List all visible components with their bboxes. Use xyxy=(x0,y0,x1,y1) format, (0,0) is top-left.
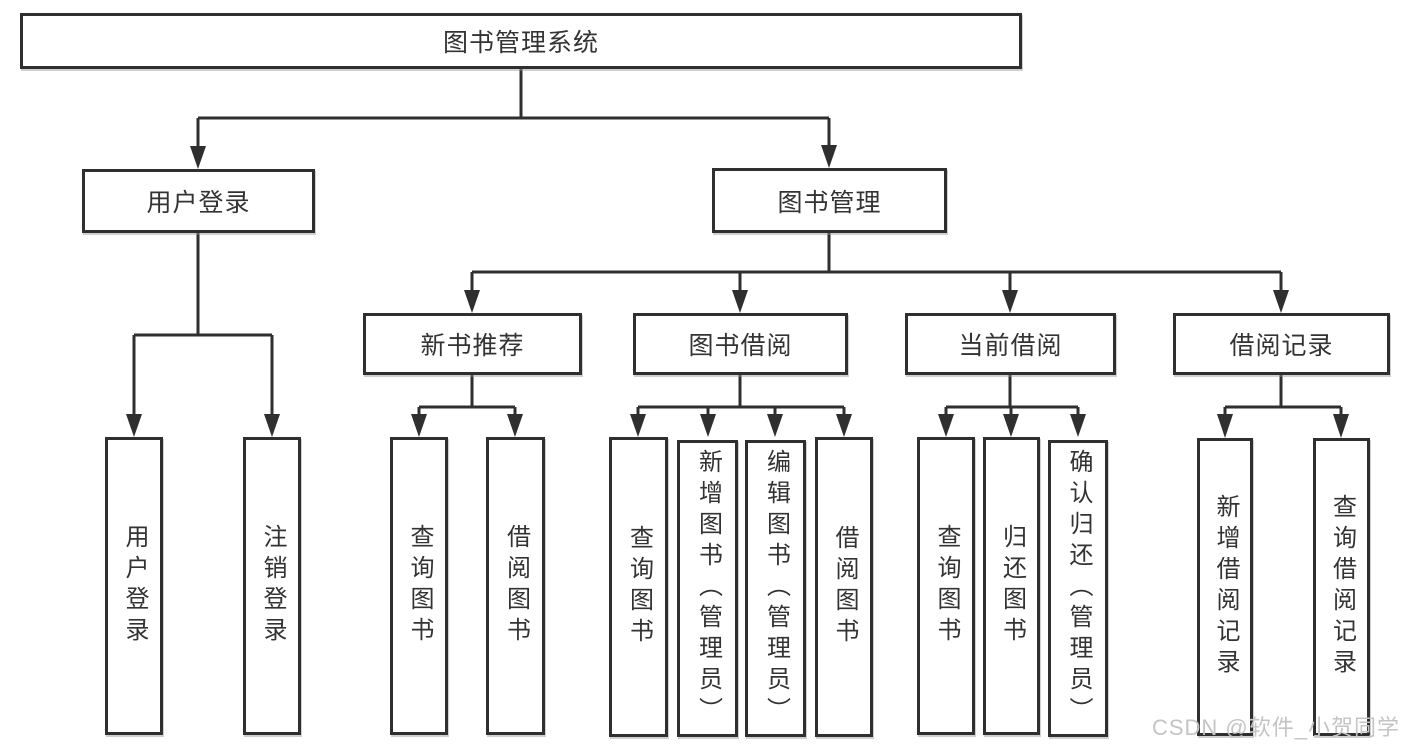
leaf-label: 借阅图书 xyxy=(831,525,858,649)
leaf-label: 查询图书 xyxy=(406,524,433,648)
leaf-label: 注销登录 xyxy=(259,524,286,648)
arrowhead xyxy=(1273,290,1289,313)
edge-root-to-level2 xyxy=(196,69,831,147)
edge-userlogin-to-leaves xyxy=(132,233,274,415)
edge-newbookrec-to-leaves xyxy=(417,375,517,415)
edge-currentborrow-to-leaves xyxy=(944,375,1080,415)
edge-borrowrecords-to-leaves xyxy=(1223,375,1343,415)
arrowhead xyxy=(732,290,748,313)
arrowhead xyxy=(821,145,837,168)
edge-bookborrow-to-leaves xyxy=(636,375,846,415)
leaf-label: 新增图书（管理员） xyxy=(694,449,722,728)
leaf-query-books-1: 查询图书 xyxy=(390,437,448,735)
leaf-add-books-admin: 新增图书（管理员） xyxy=(677,440,738,737)
arrowhead xyxy=(464,290,480,313)
leaf-user-login: 用户登录 xyxy=(105,437,163,735)
leaf-label: 借阅图书 xyxy=(502,524,530,648)
arrowhead xyxy=(126,414,142,437)
leaf-return-books: 归还图书 xyxy=(983,437,1040,735)
arrowhead xyxy=(1217,414,1233,438)
node-book-borrow: 图书借阅 xyxy=(633,313,848,375)
arrowhead xyxy=(630,414,646,437)
leaf-label: 编辑图书（管理员） xyxy=(762,449,790,728)
leaf-confirm-return-admin: 确认归还（管理员） xyxy=(1048,440,1108,737)
node-borrow-records: 借阅记录 xyxy=(1173,313,1390,375)
leaf-query-books-2: 查询图书 xyxy=(609,437,668,737)
leaf-query-borrow-record: 查询借阅记录 xyxy=(1313,438,1370,736)
leaf-label: 归还图书 xyxy=(998,524,1026,648)
arrowhead xyxy=(1002,290,1018,313)
leaf-query-books-3: 查询图书 xyxy=(917,437,975,735)
leaf-borrow-books-1: 借阅图书 xyxy=(486,437,545,735)
csdn-watermark: CSDN @软件_小贺同学 xyxy=(1151,715,1400,740)
leaf-label: 确认归还（管理员） xyxy=(1065,449,1092,728)
leaf-borrow-books-2: 借阅图书 xyxy=(815,437,873,737)
arrowhead xyxy=(1070,414,1086,437)
arrowhead xyxy=(836,414,852,437)
node-current-borrow: 当前借阅 xyxy=(905,313,1116,375)
arrowhead xyxy=(411,414,427,437)
leaf-label: 用户登录 xyxy=(121,524,148,648)
arrowhead xyxy=(767,414,783,437)
leaf-label: 新增借阅记录 xyxy=(1212,494,1239,680)
leaf-label: 查询图书 xyxy=(933,524,960,648)
node-root-system: 图书管理系统 xyxy=(20,13,1022,69)
arrowhead xyxy=(700,414,716,437)
edge-bookmgmt-to-level3 xyxy=(470,233,1283,291)
arrowhead xyxy=(1003,414,1019,437)
arrowhead xyxy=(1333,414,1349,438)
leaf-label: 查询图书 xyxy=(625,525,653,649)
arrowhead xyxy=(264,414,280,437)
leaf-label: 查询借阅记录 xyxy=(1328,494,1356,680)
leaf-add-borrow-record: 新增借阅记录 xyxy=(1197,438,1253,736)
arrowhead xyxy=(507,414,523,437)
node-new-book-recommend: 新书推荐 xyxy=(363,313,582,375)
arrowhead xyxy=(938,414,954,437)
leaf-logout: 注销登录 xyxy=(243,437,301,735)
leaf-edit-books-admin: 编辑图书（管理员） xyxy=(745,440,806,737)
arrowhead xyxy=(190,146,206,169)
node-book-management: 图书管理 xyxy=(712,168,947,233)
node-user-login: 用户登录 xyxy=(82,169,315,233)
